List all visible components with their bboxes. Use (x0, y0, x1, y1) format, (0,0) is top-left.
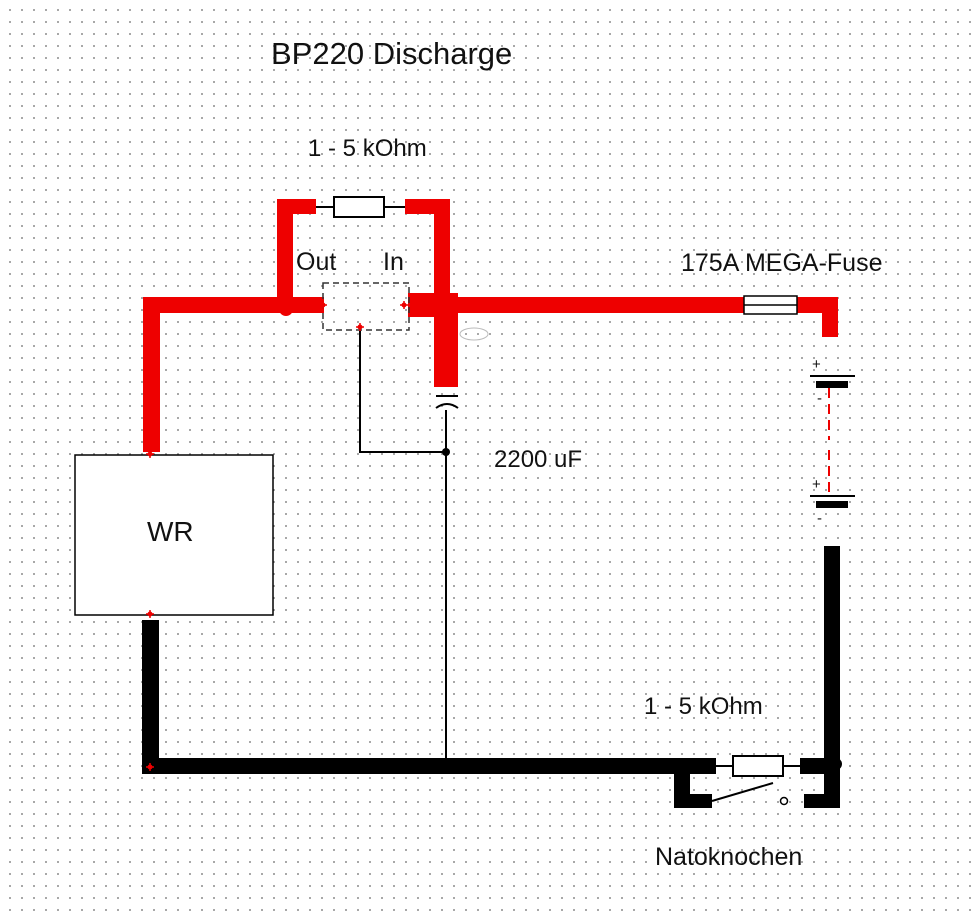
capacitor (435, 395, 459, 409)
capacitor-label: 2200 uF (494, 446, 582, 473)
wire-bypass-left (277, 199, 293, 313)
inverter-box (74, 454, 274, 616)
wire-wr-minus-vertical (142, 620, 159, 773)
wire-battery-minus (824, 546, 840, 808)
junction-dot-cap (442, 448, 450, 456)
resistor-top (316, 196, 405, 218)
junction-dot-out (279, 302, 293, 316)
negative-wires (142, 546, 842, 808)
connection-dots (147, 302, 407, 770)
junction-dot-switch-right (830, 758, 842, 770)
wire-control-to-cap (359, 327, 446, 453)
battery-bottom-minus: - (817, 510, 822, 527)
wire-to-battery-plus (822, 297, 838, 337)
inverter-label: WR (147, 516, 194, 547)
switch-label: Natoknochen (655, 843, 802, 871)
wire-ground-bus (142, 758, 687, 774)
battery-bottom-plus: + (812, 476, 821, 493)
in-label: In (383, 248, 404, 276)
resistor-top-label: 1 - 5 kOhm (308, 135, 427, 162)
thin-wires (359, 327, 447, 758)
switch (711, 782, 789, 806)
wire-to-fuse (408, 297, 744, 313)
wire-resistor-left-lead (277, 199, 316, 214)
battery-cell-bottom (810, 450, 855, 508)
diode-module-box (322, 282, 410, 331)
diagram-title: BP220 Discharge (271, 36, 512, 71)
resistor-bottom-label: 1 - 5 kOhm (644, 693, 763, 720)
wire-wr-to-out (143, 297, 324, 313)
battery-top-minus: - (817, 390, 822, 407)
wire-bypass-right (434, 199, 450, 313)
fuse (743, 295, 798, 315)
wire-switch-left-lead (674, 794, 712, 808)
out-label: Out (296, 248, 336, 276)
battery-top-plus: + (812, 356, 821, 373)
junction-dot-main (440, 293, 460, 313)
positive-wires (143, 199, 838, 452)
selection-ghost (459, 327, 489, 341)
junction-dot-switch-left (678, 758, 690, 770)
wire-wr-plus-vertical (143, 297, 160, 452)
fuse-label: 175A MEGA-Fuse (681, 249, 882, 277)
resistor-bottom (716, 755, 800, 777)
battery-cell-top (810, 375, 855, 440)
